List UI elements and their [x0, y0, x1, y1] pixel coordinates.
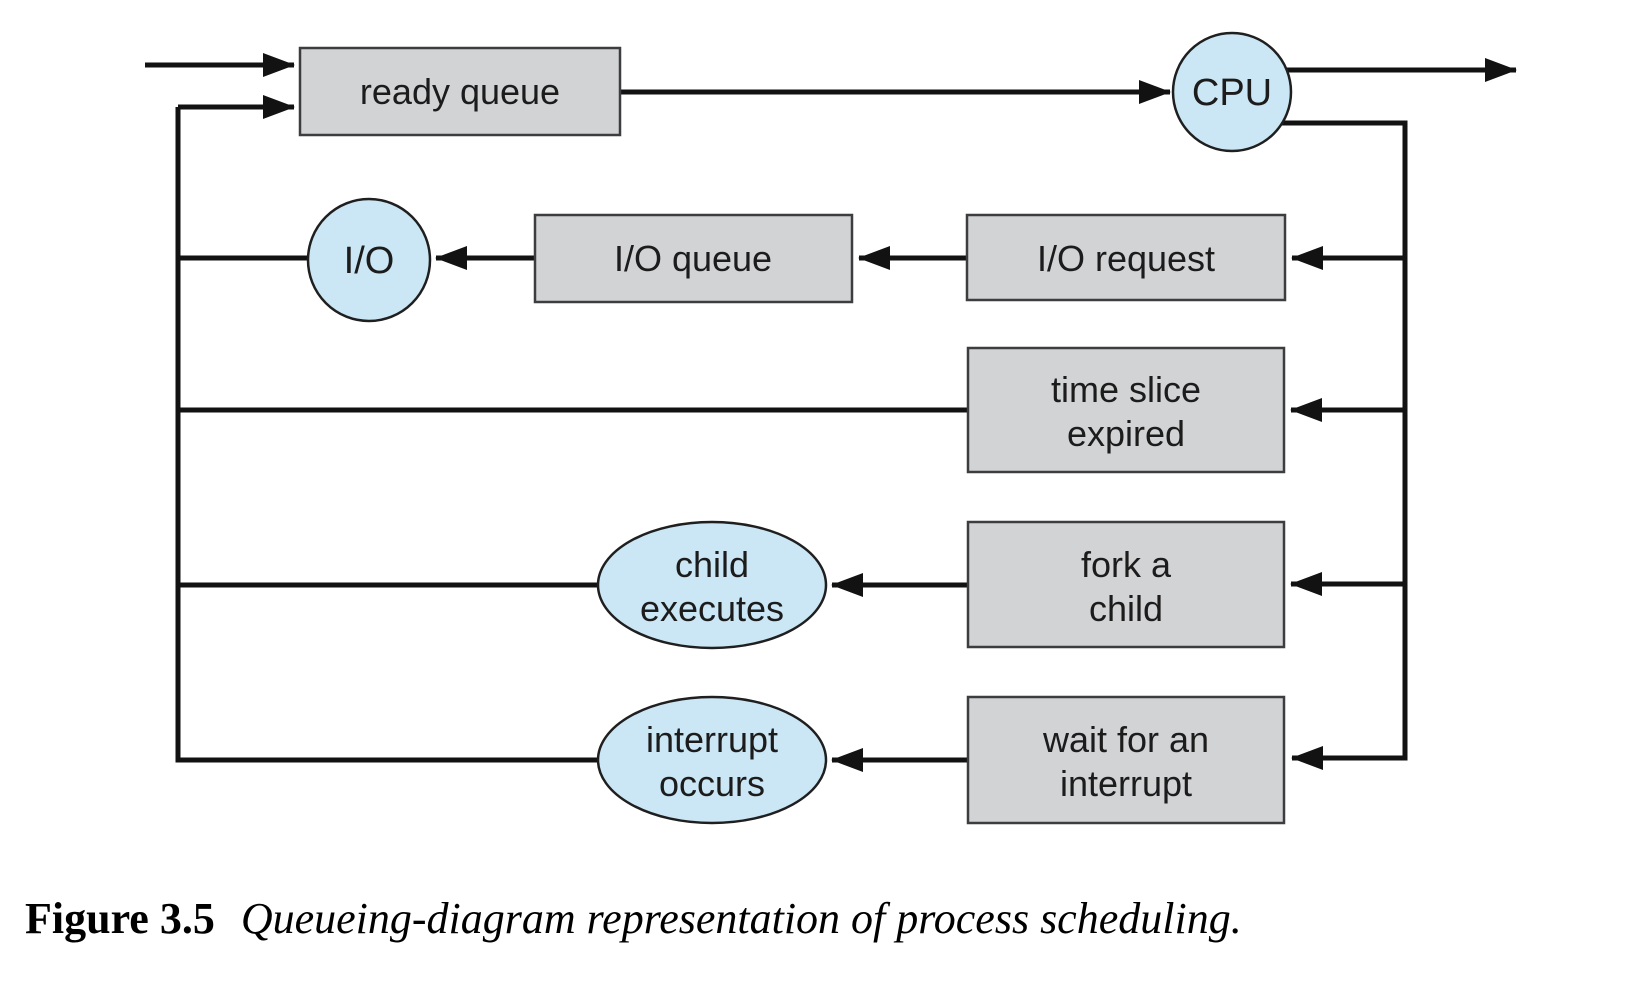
child-executes-label-line1: child	[675, 544, 749, 585]
figure-caption-text: Queueing-diagram representation of proce…	[240, 894, 1242, 943]
io-queue-box	[533, 213, 854, 304]
child-executes-label-line2: executes	[640, 588, 784, 629]
io-circle	[306, 197, 432, 323]
io-request-box	[965, 213, 1287, 302]
figure-caption: Figure 3.5 Queueing-diagram representatio…	[25, 893, 1242, 944]
wait-interrupt-label-line1: wait for an	[1042, 719, 1209, 760]
figure-caption-number: Figure 3.5	[25, 894, 215, 943]
cpu-label: CPU	[1192, 72, 1272, 114]
ready-queue-label: ready queue	[360, 71, 560, 112]
fork-child-label-line1: fork a	[1081, 544, 1172, 585]
wait-interrupt-label-line2: interrupt	[1060, 763, 1192, 804]
wait-for-interrupt-box	[966, 695, 1286, 825]
child-executes-ellipse	[596, 520, 828, 650]
fork-a-child-box	[966, 520, 1286, 649]
time-slice-label-line2: expired	[1067, 413, 1185, 454]
interrupt-occurs-label-line1: interrupt	[646, 719, 778, 760]
ready-queue-box	[298, 46, 622, 137]
edge-left-feedback-rail	[175, 107, 598, 763]
time-slice-label-line1: time slice	[1051, 369, 1201, 410]
interrupt-occurs-ellipse	[596, 695, 828, 825]
edge-cpu-right-rail	[1282, 120, 1408, 771]
io-label: I/O	[344, 240, 395, 282]
io-queue-label: I/O queue	[614, 238, 772, 279]
cpu-circle	[1171, 31, 1293, 153]
interrupt-occurs-label-line2: occurs	[659, 763, 765, 804]
fork-child-label-line2: child	[1089, 588, 1163, 629]
io-request-label: I/O request	[1037, 238, 1215, 279]
time-slice-expired-box	[966, 346, 1286, 474]
